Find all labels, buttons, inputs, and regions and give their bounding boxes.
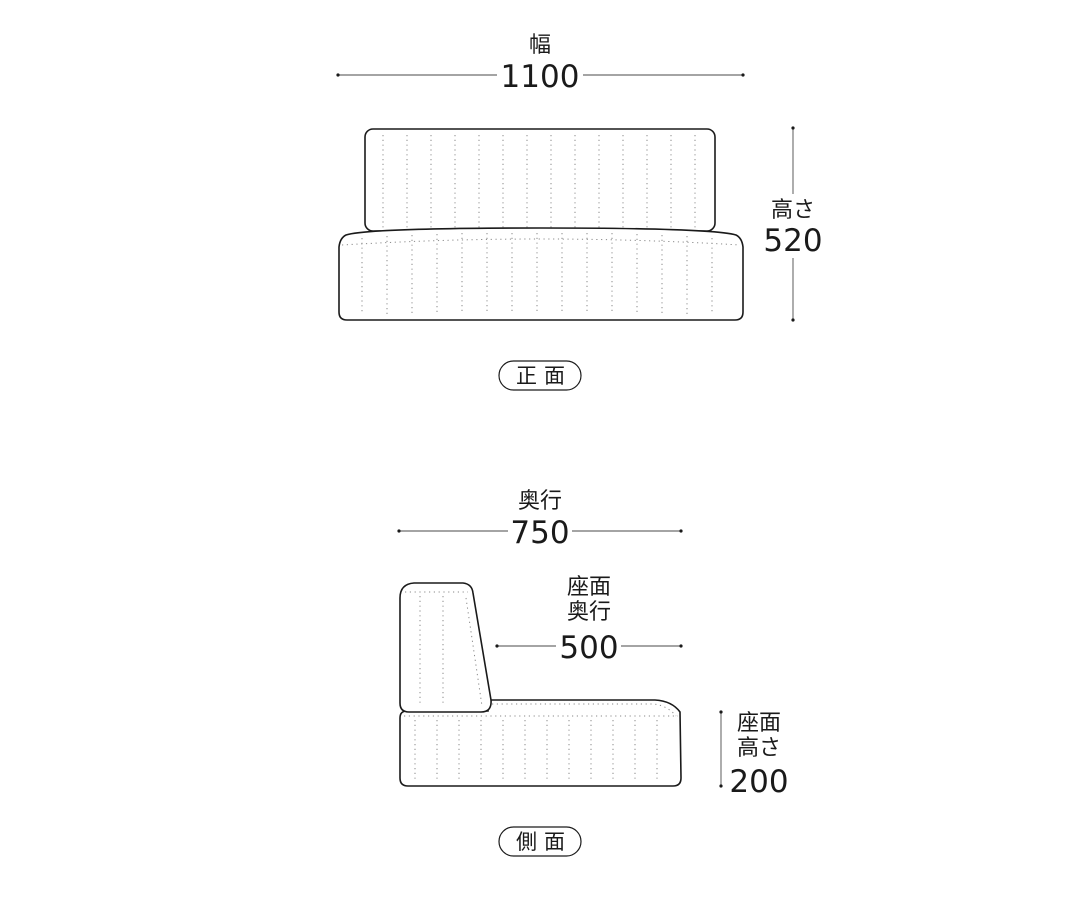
side-depth-value: 750	[510, 515, 569, 551]
side-depth-endpoint-left	[397, 529, 401, 533]
side-seat-depth-value: 500	[559, 630, 618, 666]
side-seat-top-stitch	[492, 703, 677, 717]
side-backrest	[399, 582, 492, 713]
side-depth-dimension: 奥行 750	[397, 489, 683, 551]
side-seat-cushion	[399, 699, 682, 787]
side-seat-height-endpoint-bottom	[719, 784, 723, 788]
front-sofa-drawing	[338, 128, 744, 321]
side-depth-endpoint-right	[679, 529, 683, 533]
front-height-endpoint-top	[791, 126, 795, 130]
front-width-value: 1100	[501, 59, 580, 95]
front-height-label: 高さ	[771, 198, 815, 223]
side-seat-height-label-2: 高さ	[737, 736, 781, 761]
side-seat-height-dimension: 座面 高さ 200	[719, 710, 789, 800]
side-seat-height-label-1: 座面	[737, 711, 781, 736]
front-height-value: 520	[763, 223, 822, 259]
front-seat-edge-stitch	[341, 238, 741, 246]
front-seat-stitching	[361, 233, 713, 314]
front-view: 幅 1100	[336, 33, 823, 391]
side-seat-depth-label-2: 奥行	[567, 600, 611, 625]
side-seat-height-endpoint-top	[719, 710, 723, 714]
front-height-endpoint-bottom	[791, 318, 795, 322]
front-view-label-pill	[498, 360, 582, 391]
side-seat-depth-endpoint-right	[679, 644, 683, 648]
front-backrest	[364, 128, 716, 232]
side-view-label: 側面	[516, 830, 572, 854]
side-backrest-stitching	[419, 596, 483, 707]
front-view-label: 正面	[516, 364, 572, 388]
side-view-label-badge: 側面	[498, 826, 582, 857]
front-view-label-badge: 正面	[498, 360, 582, 391]
front-backrest-stitching	[382, 135, 696, 228]
side-seat-depth-endpoint-left	[495, 644, 499, 648]
front-width-dimension: 幅 1100	[336, 33, 745, 95]
front-width-endpoint-left	[336, 73, 340, 77]
side-view: 奥行 750	[397, 489, 789, 857]
front-width-label: 幅	[529, 33, 551, 58]
side-seat-stitching	[414, 720, 658, 780]
front-height-dimension: 高さ 520	[763, 126, 823, 322]
side-seat-depth-label-1: 座面	[567, 575, 611, 600]
side-seat-height-value: 200	[729, 764, 788, 800]
front-seat-cushion	[338, 227, 744, 321]
side-depth-label: 奥行	[518, 489, 562, 514]
side-seat-depth-dimension: 座面 奥行 500	[495, 575, 683, 666]
side-view-label-pill	[498, 826, 582, 857]
side-sofa-drawing	[399, 582, 682, 787]
front-width-endpoint-right	[741, 73, 745, 77]
